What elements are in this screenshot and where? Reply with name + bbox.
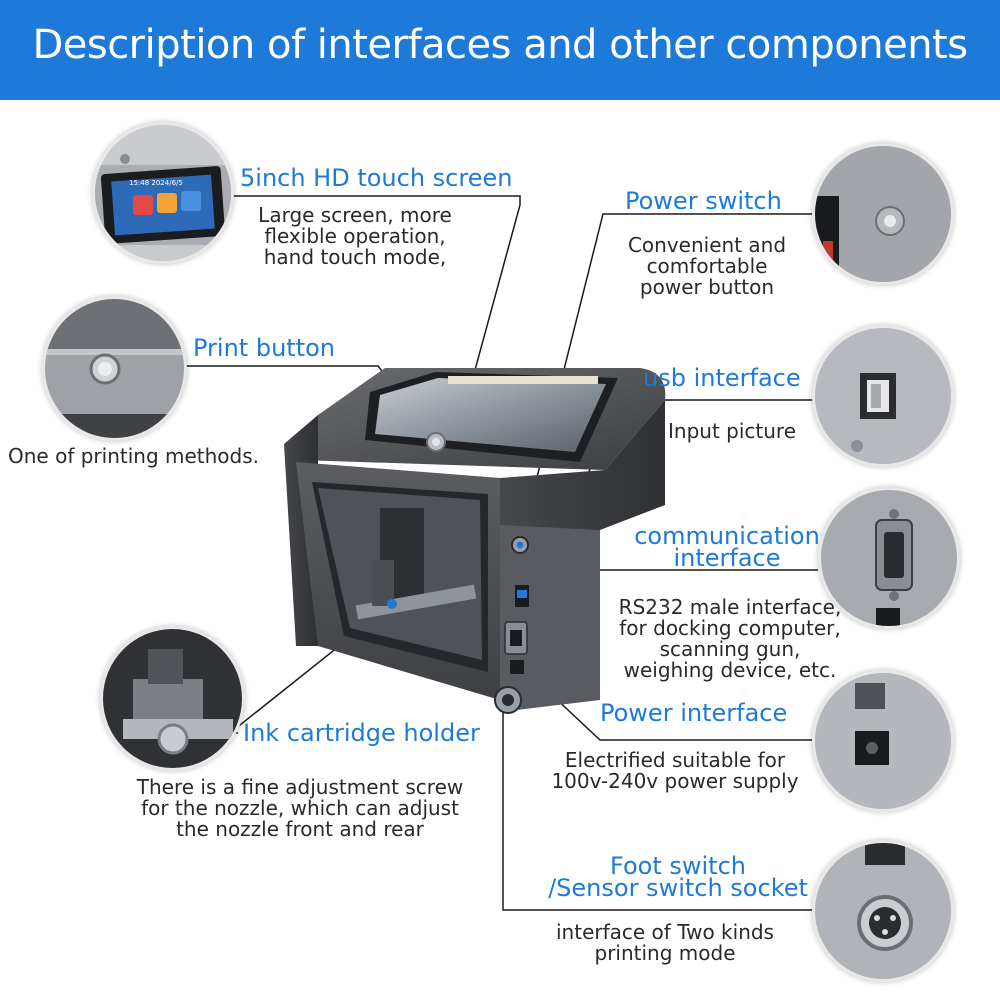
touch-screen-closeup: 15:48 2024/6/5 bbox=[92, 122, 234, 264]
power-interface-closeup bbox=[812, 670, 954, 812]
ink-holder-heading: Ink cartridge holder bbox=[243, 719, 480, 747]
power-interface-desc: Electrified suitable for 100v-240v power… bbox=[551, 748, 799, 793]
header-banner: Description of interfaces and other comp… bbox=[0, 0, 1000, 100]
ink-holder-closeup bbox=[100, 626, 245, 771]
line-touch-screen bbox=[230, 195, 521, 404]
touch-screen-desc: Large screen, more flexible operation, h… bbox=[258, 203, 452, 269]
touch-screen-heading: 5inch HD touch screen bbox=[240, 164, 513, 192]
page-title: Description of interfaces and other comp… bbox=[32, 22, 968, 68]
foot-switch-closeup bbox=[812, 840, 954, 982]
power-interface-heading: Power interface bbox=[600, 699, 788, 727]
communication-heading: communication interface bbox=[634, 522, 820, 572]
power-switch-heading: Power switch bbox=[625, 187, 782, 215]
print-button-heading: Print button bbox=[193, 334, 335, 362]
power-switch-closeup bbox=[812, 143, 954, 285]
usb-heading: usb interface bbox=[643, 364, 801, 392]
line-foot-switch bbox=[502, 700, 818, 911]
foot-switch-desc: interface of Two kinds printing mode bbox=[556, 920, 774, 965]
usb-desc: Input picture bbox=[668, 419, 796, 443]
rs232-closeup bbox=[818, 487, 960, 629]
inkjet-printer-illustration bbox=[284, 368, 666, 714]
print-button-closeup bbox=[42, 296, 187, 441]
ink-holder-desc: There is a fine adjustment screw for the… bbox=[136, 775, 464, 841]
usb-closeup bbox=[812, 325, 954, 467]
communication-desc: RS232 male interface, for docking comput… bbox=[618, 595, 842, 682]
screen-time-text: 15:48 2024/6/5 bbox=[129, 179, 183, 187]
print-button-desc: One of printing methods. bbox=[8, 444, 260, 468]
foot-switch-heading: Foot switch /Sensor switch socket bbox=[548, 852, 808, 902]
power-switch-desc: Convenient and comfortable power button bbox=[627, 233, 787, 299]
power-port bbox=[510, 660, 524, 674]
